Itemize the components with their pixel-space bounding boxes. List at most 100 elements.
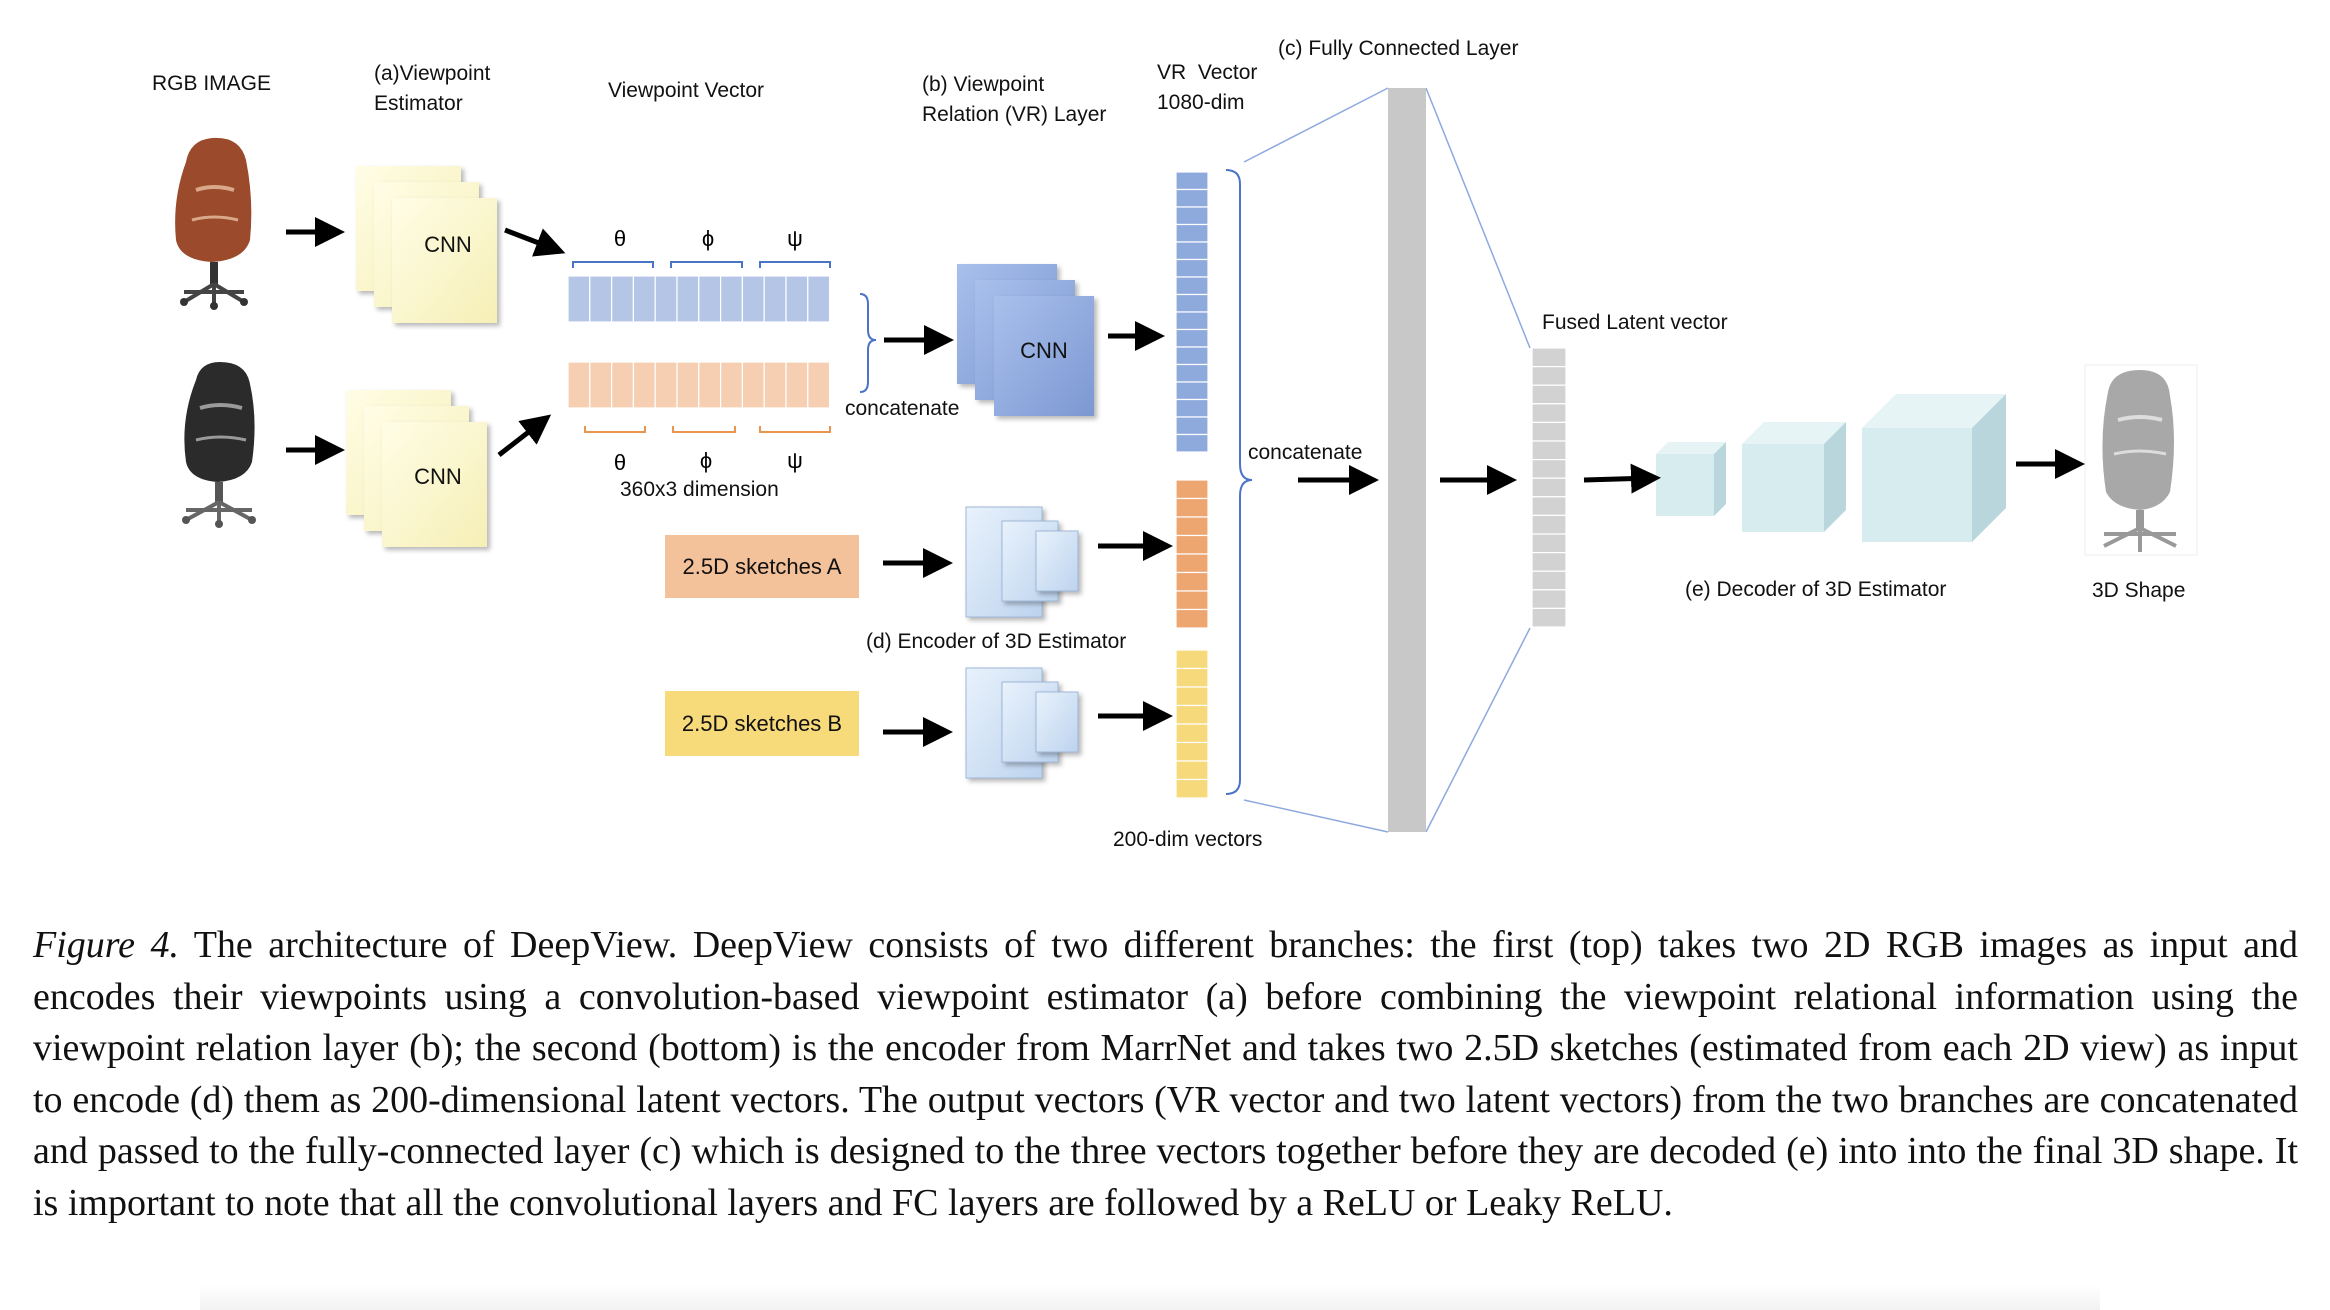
viewpoint-cell-top [719,275,743,323]
viewpoint-cell-bottom [589,361,613,409]
encoder-stack-b [965,667,1079,779]
decoder-cube-medium [1742,422,1846,532]
concatenate-label-mid: concatenate [1248,441,1363,464]
dimension-label: 360x3 dimension [620,478,779,501]
theta-phi-psi-brackets [572,261,831,268]
viewpoint-cell-bottom [676,361,700,409]
sketch-b-box: 2.5D sketches B [665,691,859,756]
vr-vector-cell [1175,363,1209,383]
fused-vector-cell [1531,607,1567,628]
bottom-shadow [200,1285,2100,1310]
fused-latent-label: Fused Latent vector [1542,311,1728,334]
viewpoint-cell-top [763,275,787,323]
fused-vector-cell [1531,347,1567,368]
fc-layer-label: (c) Fully Connected Layer [1278,37,1519,60]
vr-vector-1080-dim [1175,171,1209,453]
latent-b-cell [1175,649,1209,670]
vr-vector-cell [1175,328,1209,348]
shape3d-label: 3D Shape [2092,579,2186,602]
fc-projection-bottom [1243,799,1389,833]
viewpoint-vector-top [567,275,831,323]
viewpoint-cell-bottom [785,361,809,409]
fused-vector-cell [1531,366,1567,386]
phi-label-bottom: ϕ [700,448,712,473]
concatenate-brace-top [859,293,877,393]
decoder-cube-small [1656,442,1726,516]
fused-vector-cell [1531,440,1567,461]
fc-projection-right-top [1425,87,1531,349]
fc-projection-top [1243,87,1389,163]
vr-vector-cell [1175,311,1209,331]
fused-vector-cell [1531,533,1567,554]
latent-b-cell [1175,760,1209,781]
vr-vector-cell [1175,346,1209,366]
viewpoint-cell-bottom [610,361,634,409]
viewpoint-vector-label: Viewpoint Vector [608,79,765,102]
concatenate-label-top: concatenate [845,397,960,420]
cnn-label-top: CNN [424,232,472,257]
latent-b-cell [1175,667,1209,688]
vr-vector-cell [1175,206,1209,226]
fused-vector-cell [1531,514,1567,535]
fused-vector-cell [1531,551,1567,572]
vr-vector-cell [1175,241,1209,261]
viewpoint-cell-bottom [698,361,722,409]
theta-phi-psi-brackets-bottom [584,426,831,433]
vr-vector-cell [1175,433,1209,453]
vr-vector-cell [1175,381,1209,401]
latent-b-cell [1175,686,1209,707]
viewpoint-vector-bottom [567,361,831,409]
viewpoint-cell-bottom [807,361,831,409]
latent-b-cell [1175,704,1209,725]
theta-label-bottom: θ [614,450,626,475]
decoder-label: (e) Decoder of 3D Estimator [1685,578,1947,601]
rgb-image-label: RGB IMAGE [152,72,272,95]
chair-rgb-black-icon [182,362,256,528]
viewpoint-cell-bottom [654,361,678,409]
dim200-label: 200-dim vectors [1113,828,1263,851]
viewpoint-cell-bottom [719,361,743,409]
fused-vector-cell [1531,477,1567,498]
arrow-icon [286,217,2086,747]
viewpoint-cell-top [610,275,634,323]
fused-vector-cell [1531,384,1567,405]
fused-vector-cell [1531,403,1567,423]
viewpoint-cell-bottom [632,361,656,409]
latent-a-cell [1175,553,1209,574]
chair-rgb-brown-icon [175,137,252,310]
decoder-cube-large [1862,394,2006,542]
latent-a-cell [1175,534,1209,555]
vr-vector-cell [1175,171,1209,191]
viewpoint-cell-bottom [763,361,787,409]
viewpoint-cell-top [654,275,678,323]
latent-b-cell [1175,723,1209,744]
encoder-stack-a [965,506,1079,618]
vr-cnn-label: CNN [1020,338,1068,363]
viewpoint-cell-top [567,275,591,323]
figure-caption: Figure 4. The architecture of DeepView. … [33,920,2298,1229]
latent-b-cell [1175,741,1209,762]
concatenate-brace-right [1225,169,1253,795]
fused-vector-cell [1531,421,1567,442]
sketch-a-box: 2.5D sketches A [665,535,859,598]
latent-vector-a [1175,479,1209,629]
viewpoint-cell-top [632,275,656,323]
viewpoint-cell-top [589,275,613,323]
viewpoint-cell-bottom [741,361,765,409]
fused-vector-cell [1531,589,1567,609]
viewpoint-cell-top [676,275,700,323]
fused-latent-vector [1531,347,1567,628]
vr-vector-cell [1175,276,1209,296]
vr-vector-cell [1175,416,1209,436]
viewpoint-cell-top [741,275,765,323]
figure-label: Figure 4. [33,924,179,966]
vr-layer-label: (b) Viewpoint Relation (VR) Layer [922,73,1107,127]
latent-vector-b [1175,649,1209,799]
theta-label-top: θ [614,226,626,251]
vr-vector-label: VR Vector 1080-dim [1157,61,1258,115]
viewpoint-estimator-label: (a)Viewpoint Estimator [374,62,491,116]
psi-label-top: ψ [787,226,803,251]
vr-vector-cell [1175,258,1209,278]
vr-vector-cell [1175,223,1209,243]
encoder-label: (d) Encoder of 3D Estimator [866,630,1127,653]
